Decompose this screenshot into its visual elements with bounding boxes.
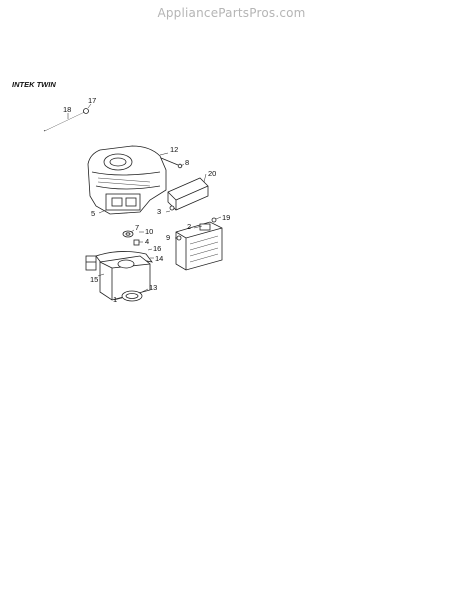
callout-15: 15	[90, 275, 98, 284]
muffler-part[interactable]	[175, 216, 223, 271]
callout-10: 10	[145, 227, 153, 236]
callout-8: 8	[185, 158, 189, 167]
callout-12: 12	[170, 145, 178, 154]
callout-5: 5	[91, 209, 95, 218]
callout-3: 3	[157, 207, 161, 216]
callout-16: 16	[153, 244, 161, 253]
callout-2: 2	[187, 222, 191, 231]
exhaust-pipe-part[interactable]	[85, 248, 154, 301]
engine-block[interactable]	[87, 145, 167, 215]
exhaust-gasket-part[interactable]	[122, 229, 135, 238]
callout-1: 1	[113, 295, 117, 304]
callout-4: 4	[145, 237, 149, 246]
section-title: INTEK TWIN	[12, 80, 56, 89]
callout-14: 14	[155, 254, 163, 263]
callout-17: 17	[88, 96, 96, 105]
callout-13: 13	[149, 283, 157, 292]
exhaust-clamp-part[interactable]	[113, 288, 149, 302]
callout-19: 19	[222, 213, 230, 222]
callout-20: 20	[208, 169, 216, 178]
site-watermark: AppliancePartsPros.com	[157, 6, 306, 20]
callout-9: 9	[166, 233, 170, 242]
callout-7: 7	[135, 223, 139, 232]
heat-shield-part[interactable]	[165, 173, 209, 213]
exhaust-bolt-part[interactable]	[133, 231, 144, 246]
callout-18: 18	[63, 105, 71, 114]
dipstick-tube-part[interactable]	[43, 103, 92, 132]
